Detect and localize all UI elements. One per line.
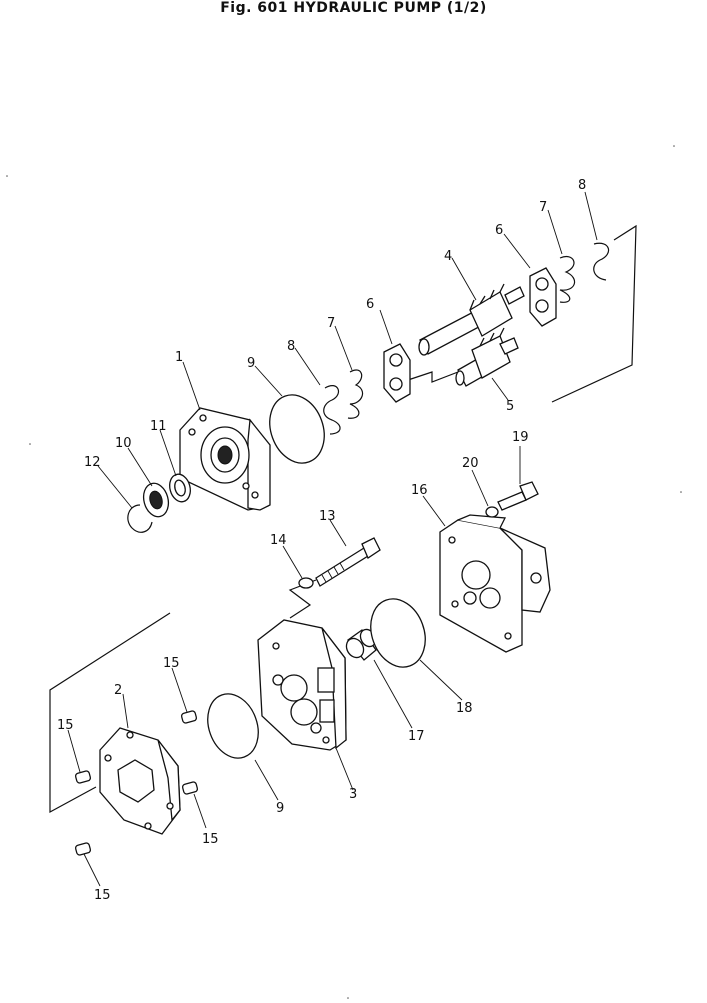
dowel-pin-part-15-b bbox=[74, 770, 92, 784]
wear-plate-part-6-right bbox=[529, 267, 557, 327]
leader-lines bbox=[67, 191, 598, 887]
cap-screw-part-19 bbox=[497, 481, 539, 511]
callout-15-d: 15 bbox=[94, 888, 111, 903]
callout-9-lower: 9 bbox=[276, 801, 284, 816]
clip-part-7-right bbox=[559, 256, 576, 303]
callout-12: 12 bbox=[84, 455, 101, 470]
callout-3: 3 bbox=[349, 787, 357, 802]
callout-10: 10 bbox=[115, 436, 132, 451]
bracket-line-lower-left bbox=[49, 612, 171, 814]
callout-7-left: 7 bbox=[327, 316, 335, 331]
clip-part-7-left bbox=[347, 369, 364, 419]
callout-14: 14 bbox=[270, 533, 287, 548]
bearing-part-10 bbox=[142, 482, 170, 518]
callout-20: 20 bbox=[462, 456, 479, 471]
callout-15-b: 15 bbox=[57, 718, 74, 733]
callout-15-c: 15 bbox=[202, 832, 219, 847]
plate-part-2 bbox=[99, 727, 181, 835]
driven-gear-part-5 bbox=[455, 327, 519, 387]
bracket-line-shaft bbox=[407, 371, 459, 383]
front-cover-part-1 bbox=[179, 407, 271, 511]
scan-specks bbox=[6, 145, 682, 999]
callout-4: 4 bbox=[444, 249, 452, 264]
o-ring-part-9-lower bbox=[207, 693, 259, 759]
rear-housing-part-16 bbox=[439, 514, 551, 653]
dowel-pin-part-15-d bbox=[74, 842, 92, 856]
callout-6-left: 6 bbox=[366, 297, 374, 312]
clip-part-8-left bbox=[323, 385, 341, 435]
figure-title: Fig. 601 HYDRAULIC PUMP (1/2) bbox=[220, 0, 487, 16]
spring-washer-part-20 bbox=[485, 506, 499, 518]
callout-16: 16 bbox=[411, 483, 428, 498]
callout-19: 19 bbox=[512, 430, 529, 445]
bolt-part-13 bbox=[315, 537, 381, 587]
o-ring-part-18 bbox=[370, 598, 426, 668]
drive-shaft-gear-part-4 bbox=[418, 283, 525, 356]
bracket-line-upper-right bbox=[551, 224, 637, 403]
callout-5: 5 bbox=[506, 399, 514, 414]
callout-9-upper: 9 bbox=[247, 356, 255, 371]
snap-ring-part-12 bbox=[127, 504, 153, 533]
gear-housing-part-3 bbox=[257, 619, 347, 751]
washer-part-14 bbox=[298, 577, 314, 589]
callout-6-right: 6 bbox=[495, 223, 503, 238]
dowel-pin-part-15-c bbox=[181, 781, 199, 795]
dowel-pin-part-15-a bbox=[180, 710, 198, 724]
oil-seal-part-11 bbox=[169, 473, 191, 503]
callout-1: 1 bbox=[175, 350, 183, 365]
callout-15-a: 15 bbox=[163, 656, 180, 671]
o-ring-part-9-upper bbox=[269, 394, 325, 464]
callout-8-left: 8 bbox=[287, 339, 295, 354]
clip-part-8-right bbox=[593, 242, 610, 281]
callout-numbers: 1 2 3 4 5 6 6 7 7 8 8 9 9 10 11 12 13 14… bbox=[57, 178, 586, 903]
callout-2: 2 bbox=[114, 683, 122, 698]
callout-11: 11 bbox=[150, 419, 167, 434]
callout-7-right: 7 bbox=[539, 200, 547, 215]
callout-13: 13 bbox=[319, 509, 336, 524]
bearing-sleeve-part-17 bbox=[345, 628, 377, 661]
wear-plate-part-6-left bbox=[383, 343, 411, 403]
callout-18: 18 bbox=[456, 701, 473, 716]
callout-17: 17 bbox=[408, 729, 425, 744]
callout-8-right: 8 bbox=[578, 178, 586, 193]
